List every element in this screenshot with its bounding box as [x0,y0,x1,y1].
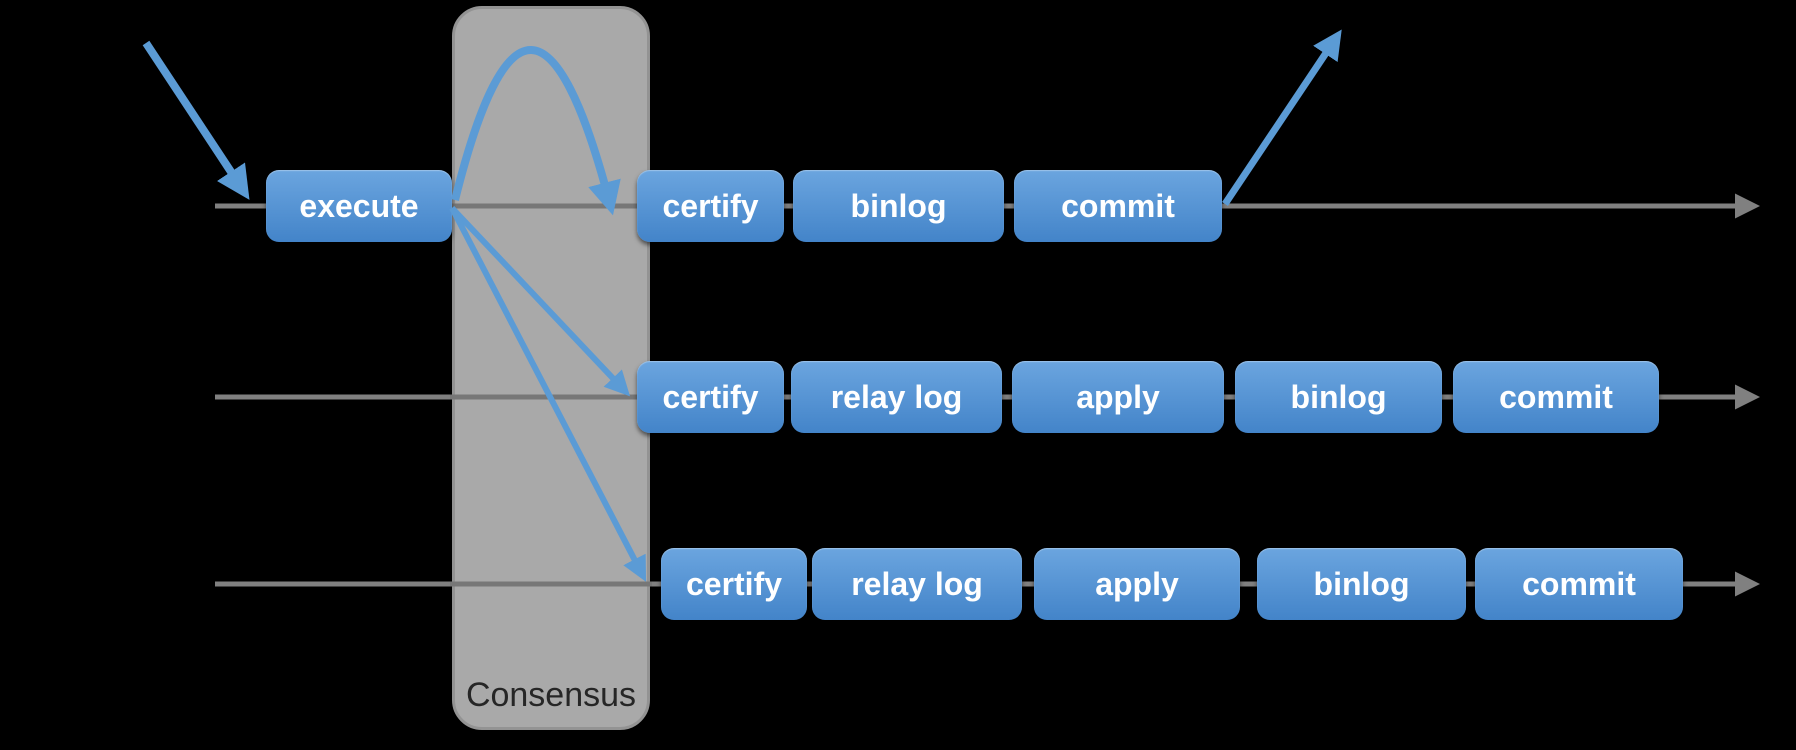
node-commit-lane2: commit [1453,361,1659,433]
node-commit-lane1: commit [1014,170,1222,242]
node-relay-log-lane3: relay log [812,548,1022,620]
node-certify-lane3: certify [661,548,807,620]
node-certify-lane2: certify [637,361,784,433]
consensus-region: Consensus [452,6,650,730]
node-execute-lane1: execute [266,170,452,242]
node-binlog-lane2: binlog [1235,361,1442,433]
node-binlog-lane1: binlog [793,170,1004,242]
node-apply-lane3: apply [1034,548,1240,620]
commit-response-arrow [1222,29,1342,206]
node-commit-lane3: commit [1475,548,1683,620]
incoming-transaction-arrow [142,40,250,200]
consensus-label: Consensus [465,676,637,714]
node-certify-lane1: certify [637,170,784,242]
node-apply-lane2: apply [1012,361,1224,433]
node-binlog-lane3: binlog [1257,548,1466,620]
node-relay-log-lane2: relay log [791,361,1002,433]
